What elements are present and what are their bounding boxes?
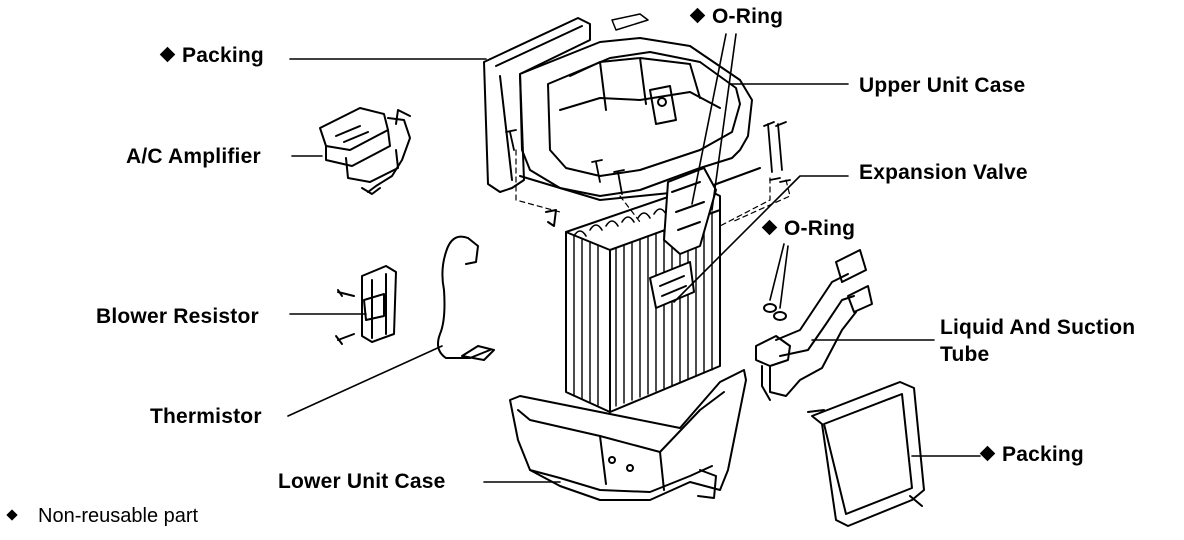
label-packing-top: Packing bbox=[159, 44, 264, 68]
evaporator-core bbox=[565, 167, 721, 413]
clip-icon bbox=[545, 209, 557, 227]
label-text: Packing bbox=[182, 44, 264, 67]
alignment-dashed-lines bbox=[515, 149, 791, 227]
lower-unit-case bbox=[509, 369, 747, 501]
label-thermistor: Thermistor bbox=[150, 405, 262, 428]
bolt-icons bbox=[763, 121, 791, 183]
legend-text: Non-reusable part bbox=[38, 505, 199, 527]
label-text: O-Ring bbox=[712, 5, 784, 28]
screw-icons-upper bbox=[505, 129, 625, 195]
upper-unit-case bbox=[519, 13, 761, 201]
label-o-ring-top: O-Ring bbox=[689, 5, 784, 29]
label-upper-unit-case: Upper Unit Case bbox=[859, 74, 1026, 97]
label-liquid-suction-tube-line2: Tube bbox=[940, 343, 990, 366]
liquid-and-suction-tube bbox=[755, 249, 873, 401]
label-ac-amplifier: A/C Amplifier bbox=[126, 145, 261, 168]
label-blower-resistor: Blower Resistor bbox=[96, 305, 259, 328]
non-reusable-diamond-icon bbox=[761, 219, 778, 236]
label-text: Packing bbox=[1002, 443, 1084, 466]
non-reusable-diamond-icon bbox=[689, 7, 706, 24]
label-o-ring-right: O-Ring bbox=[761, 217, 856, 241]
legend: Non-reusable part bbox=[6, 504, 199, 528]
leader-o-ring-right bbox=[769, 243, 789, 309]
leader-expansion-valve bbox=[673, 175, 849, 303]
o-ring-icons bbox=[763, 303, 787, 321]
leader-lines bbox=[287, 33, 981, 483]
label-liquid-suction-tube-line1: Liquid And Suction bbox=[940, 316, 1136, 339]
leader-o-ring-top bbox=[691, 33, 737, 211]
label-expansion-valve: Expansion Valve bbox=[859, 161, 1028, 184]
packing-gasket-bottom bbox=[807, 381, 925, 527]
legend-diamond-icon bbox=[6, 509, 18, 521]
blower-resistor bbox=[335, 265, 397, 345]
label-text: O-Ring bbox=[784, 217, 856, 240]
label-lower-unit-case: Lower Unit Case bbox=[278, 470, 446, 493]
ac-amplifier bbox=[319, 107, 411, 195]
thermistor bbox=[437, 235, 495, 361]
leader-thermistor bbox=[287, 345, 443, 417]
non-reusable-diamond-icon bbox=[159, 46, 176, 63]
non-reusable-diamond-icon bbox=[979, 445, 996, 462]
label-packing-bottom: Packing bbox=[979, 443, 1084, 467]
